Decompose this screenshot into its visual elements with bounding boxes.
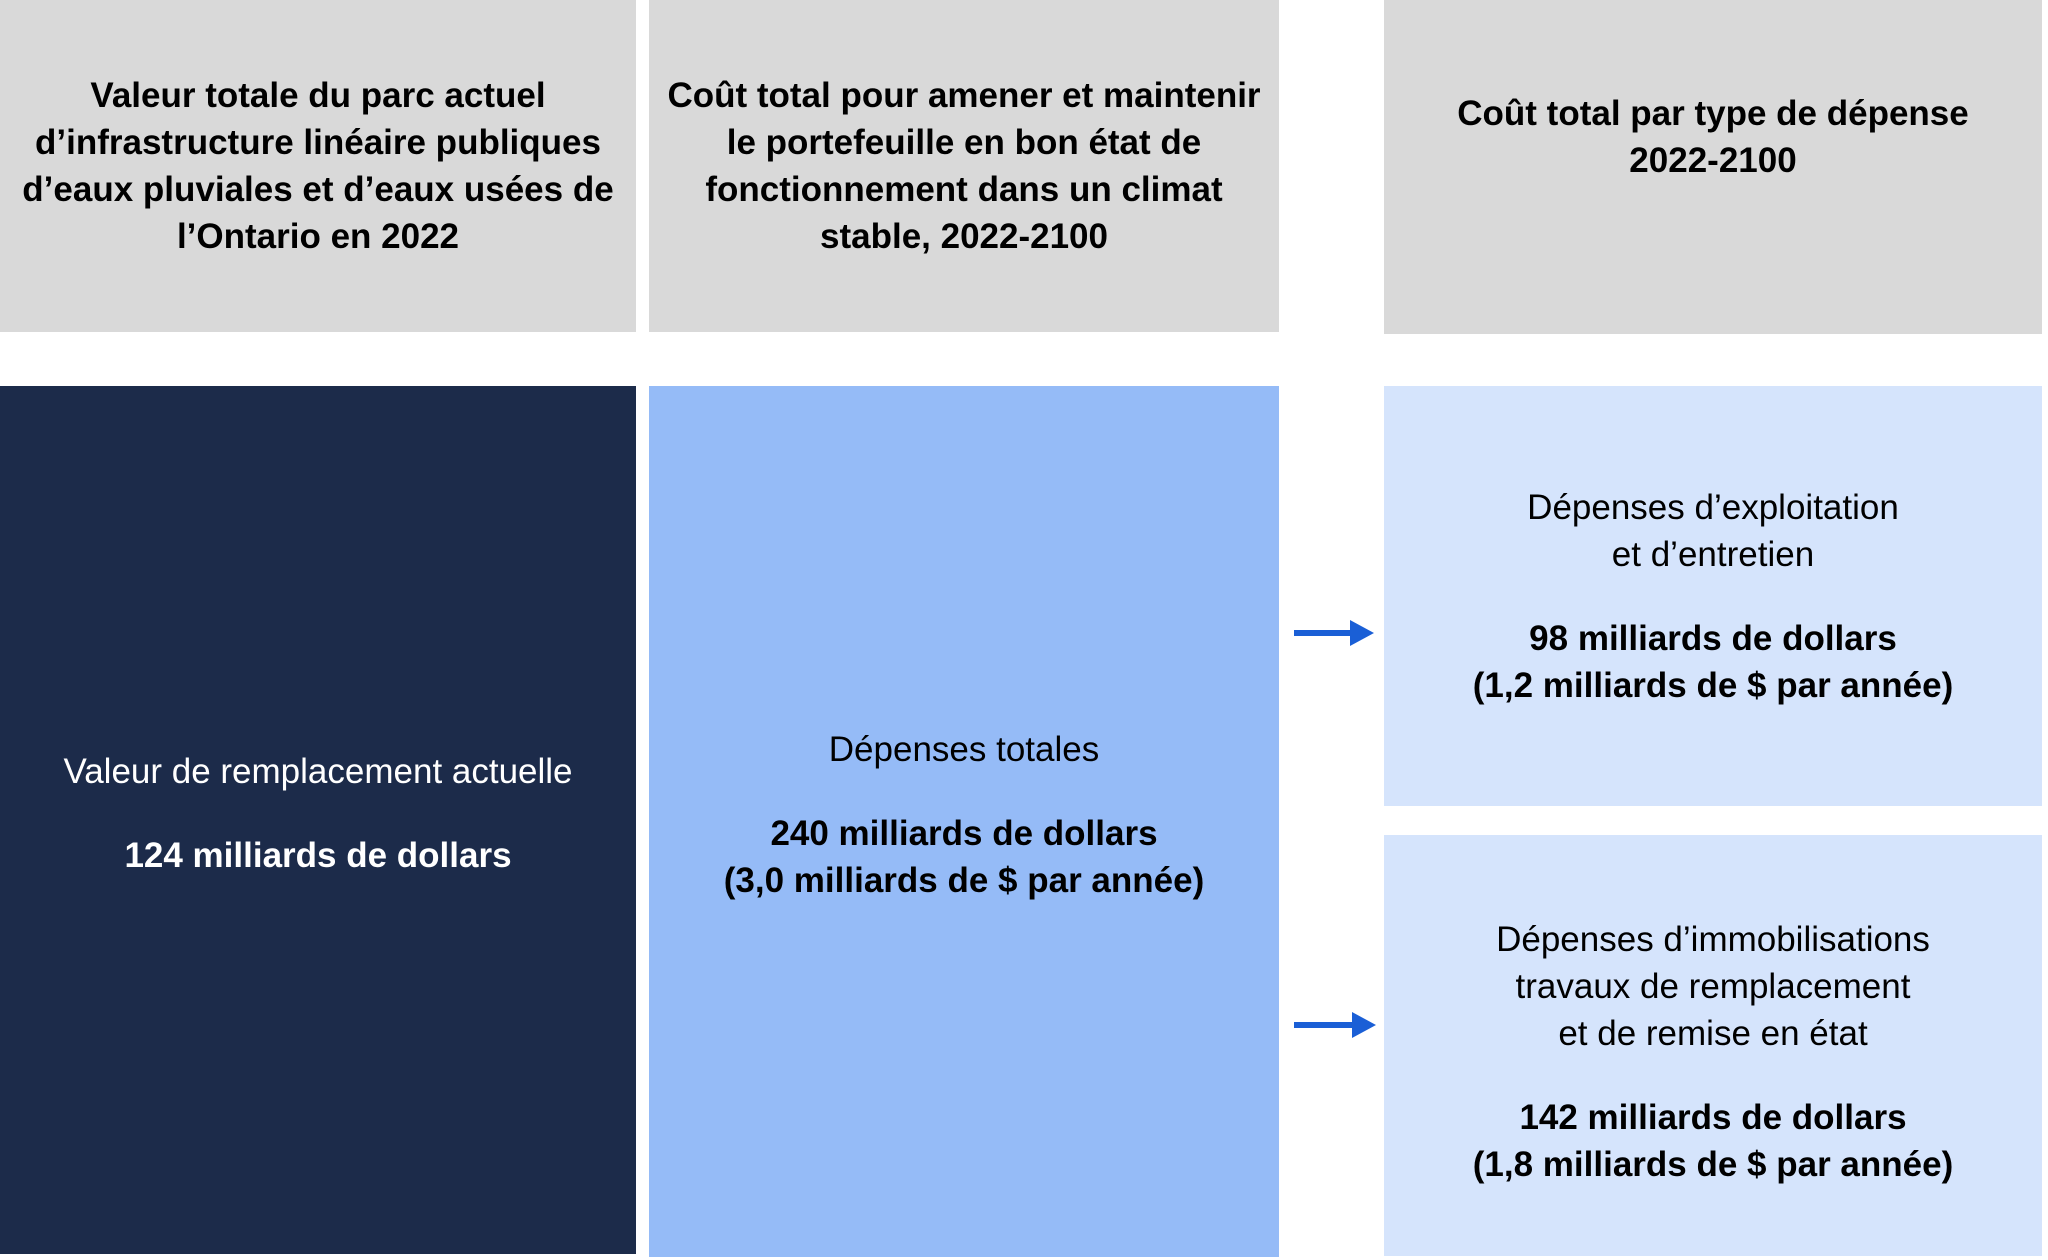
capital-spending-box: Dépenses d’immobilisations travaux de re…: [1384, 835, 2042, 1256]
total-spending-amount: 240 milliards de dollars (3,0 milliards …: [723, 813, 1205, 900]
header-cost-by-type-text: Coût total par type de dépense 2022-2100: [1457, 94, 1969, 180]
capital-spending-amount: 142 milliards de dollars (1,8 milliards …: [1472, 1097, 1954, 1184]
current-replacement-value-box: Valeur de remplacement actuelle 124 mill…: [0, 386, 636, 1254]
operating-spending-amount: 98 milliards de dollars (1,2 milliards d…: [1472, 618, 1954, 705]
capital-spending-label: Dépenses d’immobilisations travaux de re…: [1496, 919, 1930, 1053]
header-total-cost: Coût total pour amener et maintenir le p…: [649, 0, 1279, 332]
current-replacement-value-label: Valeur de remplacement actuelle: [63, 751, 573, 791]
operating-spending-box: Dépenses d’exploitation et d’entretien 9…: [1384, 386, 2042, 806]
arrow-to-operating-icon: [1294, 620, 1374, 646]
arrow-to-capital-icon: [1294, 1012, 1376, 1038]
total-spending-label: Dépenses totales: [828, 729, 1100, 769]
header-current-value: Valeur totale du parc actuel d’infrastru…: [0, 0, 636, 332]
total-spending-box: Dépenses totales 240 milliards de dollar…: [649, 386, 1279, 1257]
header-total-cost-text: Coût total pour amener et maintenir le p…: [667, 76, 1261, 256]
header-cost-by-type: Coût total par type de dépense 2022-2100: [1384, 0, 2042, 334]
current-replacement-value-amount: 124 milliards de dollars: [124, 835, 512, 875]
operating-spending-label: Dépenses d’exploitation et d’entretien: [1527, 487, 1899, 574]
header-current-value-text: Valeur totale du parc actuel d’infrastru…: [22, 76, 614, 256]
